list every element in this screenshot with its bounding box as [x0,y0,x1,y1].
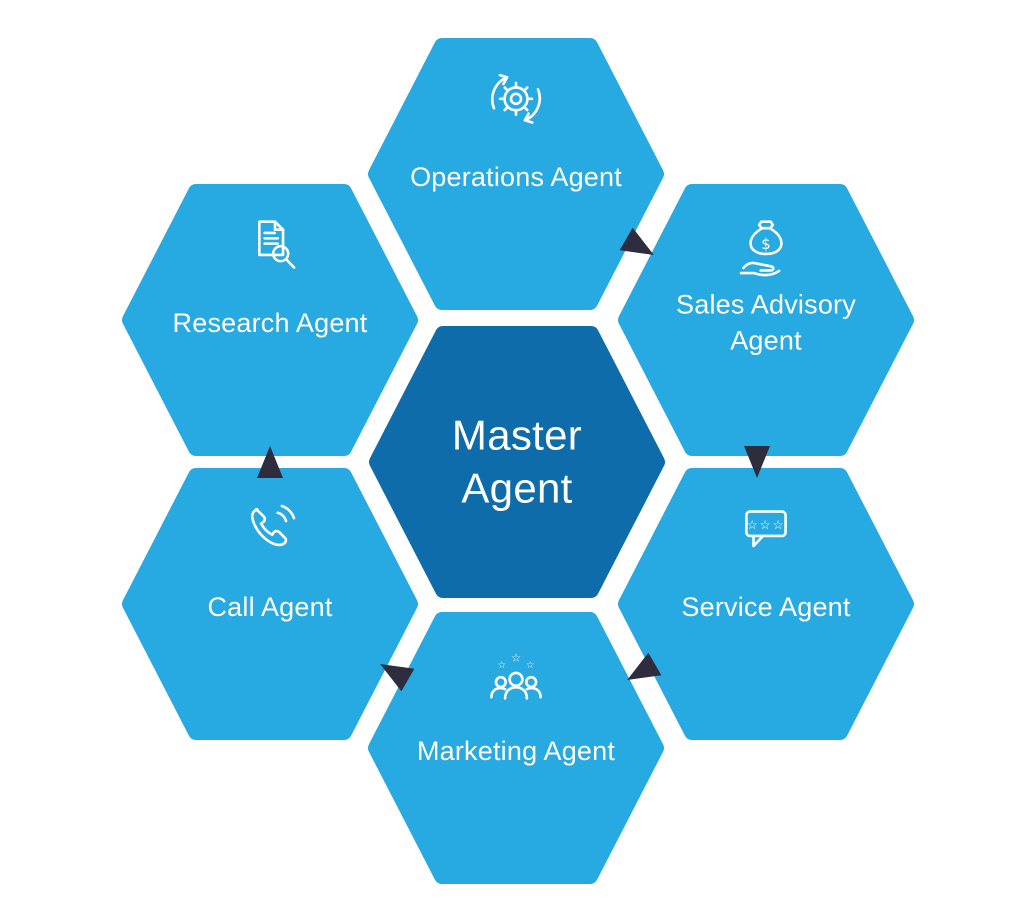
hex-call-agent: Call Agent [122,468,418,740]
hex-operations-agent: Operations Agent [368,38,664,310]
gear-sync-icon [478,62,554,138]
hex-sales-advisory-agent: $ Sales Advisory Agent [618,184,914,456]
document-magnifier-icon [232,208,308,284]
hex-service-agent: ☆☆☆ Service Agent [618,468,914,740]
flow-arrow-operations-to-sales [618,226,661,267]
node-label-research: Research Agent [172,307,368,338]
star-glyph: ☆ [497,660,506,671]
hexagon-shape [368,612,664,884]
chat-stars-icon: ☆☆☆ [728,492,804,568]
node-label-call: Call Agent [207,591,333,622]
money-bag-hand-icon: $ [728,208,804,284]
flow-arrow-service-to-marketing [619,651,662,692]
stars-glyph: ☆☆☆ [747,517,786,532]
node-label-service: Service Agent [681,591,851,622]
hexagon-shape [368,38,664,310]
dollar-glyph: $ [761,236,770,253]
hexagon-shape [369,326,665,598]
flow-arrow-call-to-research [256,445,284,479]
node-label-sales-advisory: Sales Advisory Agent [676,289,856,356]
phone-waves-icon [232,492,308,568]
hex-research-agent: Research Agent [122,184,418,456]
hexagon-shape [122,184,418,456]
node-label-marketing: Marketing Agent [416,735,616,766]
master-agent-label: Master Agent [451,411,583,512]
hex-master-agent: Master Agent [369,326,665,598]
hexagon-shape [618,468,914,740]
hexagon-shape [618,184,914,456]
hexagon-shape [122,468,418,740]
hex-marketing-agent: ☆ ☆ ☆ Marketing Agent [368,612,664,884]
star-glyph: ☆ [526,660,535,671]
audience-stars-icon: ☆ ☆ ☆ [478,636,554,712]
flow-arrow-marketing-to-call [372,651,415,692]
node-label-operations: Operations Agent [410,161,622,192]
star-glyph: ☆ [511,652,521,665]
flow-arrow-sales-to-service [743,445,771,479]
